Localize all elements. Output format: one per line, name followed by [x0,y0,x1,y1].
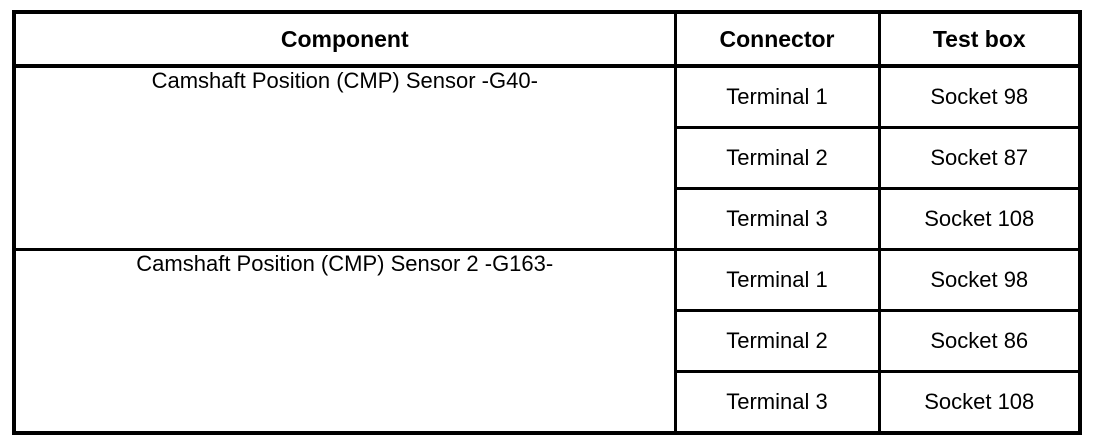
table-row: Terminal 3 Socket 108 [14,187,1082,251]
table-row: Terminal 2 Socket 87 [14,126,1082,190]
table-row: Terminal 3 Socket 108 [14,370,1082,435]
connector-cell: Terminal 1 [673,248,881,312]
table-row: Camshaft Position (CMP) Sensor 2 -G163- … [12,248,1082,435]
connector-cell: Terminal 1 [673,64,881,129]
component-cell-g40: Camshaft Position (CMP) Sensor -G40- [12,64,677,251]
testbox-cell: Socket 87 [877,126,1082,190]
testbox-cell: Socket 108 [877,187,1082,251]
component-connector-table: Component Connector Test box Camshaft Po… [12,10,1082,435]
connector-cell: Terminal 2 [673,309,881,373]
component-cell-g163: Camshaft Position (CMP) Sensor 2 -G163- [12,248,677,435]
header-component: Component [12,10,677,68]
connector-cell: Terminal 3 [673,370,881,435]
table-row: Camshaft Position (CMP) Sensor -G40- Ter… [12,64,1082,251]
connector-cell: Terminal 3 [673,187,881,251]
header-row: Component Connector Test box [12,10,1082,68]
testbox-cell: Socket 98 [877,64,1082,129]
testbox-cell: Socket 86 [877,309,1082,373]
table-row: Terminal 2 Socket 86 [14,309,1082,373]
header-connector: Connector [673,10,881,68]
header-testbox: Test box [877,10,1082,68]
testbox-cell: Socket 108 [877,370,1082,435]
testbox-cell: Socket 98 [877,248,1082,312]
connector-cell: Terminal 2 [673,126,881,190]
